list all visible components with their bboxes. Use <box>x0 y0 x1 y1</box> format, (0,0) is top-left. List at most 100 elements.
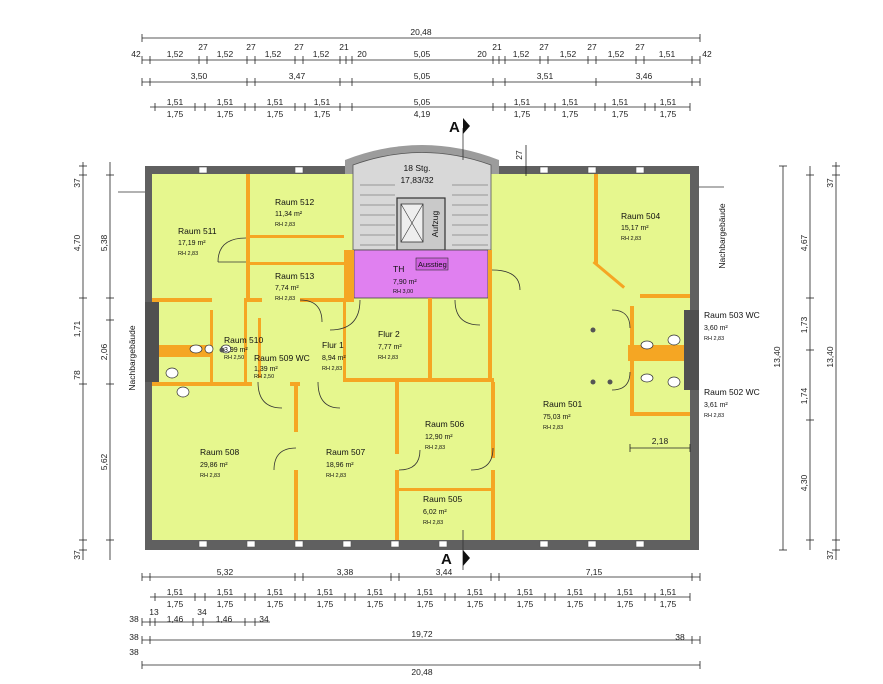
dim-label: 1,46 <box>167 614 184 624</box>
dim-left-37-bottom: 37 <box>72 550 82 560</box>
dim-inner-218: 2,18 <box>652 436 669 446</box>
dim-label: 42 <box>702 49 712 59</box>
dim-label: 4,19 <box>414 109 431 119</box>
dim-label: 20 <box>477 49 487 59</box>
room-name: Raum 509 WC <box>254 353 310 363</box>
dim-label: 27 <box>246 42 256 52</box>
dim-label: 1,52 <box>513 49 530 59</box>
room-flur-2[interactable]: Flur 2 7,77 m² RH 2,83 <box>378 329 402 361</box>
dim-left-37-top: 37 <box>72 178 82 188</box>
room-512[interactable]: Raum 512 11,34 m² RH 2,83 <box>275 197 314 228</box>
dim-label: 1,51 <box>217 587 234 597</box>
dim-label: 1,52 <box>313 49 330 59</box>
dim-label: 1,75 <box>217 599 234 609</box>
room-name: Raum 506 <box>425 419 464 429</box>
room-area: 3,61 m² <box>704 402 728 409</box>
room-509-wc[interactable]: Raum 509 WC 1,39 m² RH 2,50 <box>254 353 310 380</box>
dim-label: 1,51 <box>167 587 184 597</box>
dim-left-562: 5,62 <box>99 453 109 470</box>
inner-dimension-218 <box>629 444 691 452</box>
room-area: 7,77 m² <box>378 344 402 351</box>
dim-label: 1,46 <box>216 614 233 624</box>
dim-label: 3,44 <box>436 567 453 577</box>
room-height: RH 2,83 <box>326 473 346 479</box>
toilet-icon <box>165 367 179 379</box>
dim-label: 5,05 <box>414 49 431 59</box>
sink-icon <box>204 344 214 354</box>
dim-label: 1,52 <box>217 49 234 59</box>
dim-label: 27 <box>587 42 597 52</box>
room-th[interactable]: TH Ausstieg 7,90 m² RH 3,00 <box>393 260 447 295</box>
room-name: Raum 510 <box>224 335 263 345</box>
sink-icon <box>640 373 654 383</box>
room-area: 29,86 m² <box>200 462 228 469</box>
dim-label: 3,50 <box>191 71 208 81</box>
room-502-wc[interactable]: Raum 502 WC 3,61 m² RH 2,83 <box>704 387 760 419</box>
dim-label: 1,51 <box>367 587 384 597</box>
toilet-icon <box>667 334 681 346</box>
dim-bottom-row1-labels: 5,32 3,38 3,44 7,15 <box>217 567 603 577</box>
room-name: Flur 2 <box>378 329 400 339</box>
room-506[interactable]: Raum 506 12,90 m² RH 2,83 <box>425 419 464 451</box>
room-name: Raum 505 <box>423 494 462 504</box>
dim-label: 34 <box>197 607 207 617</box>
dim-label: 27 <box>635 42 645 52</box>
room-name: Raum 513 <box>275 271 314 281</box>
room-height: RH 2,50 <box>224 355 244 361</box>
room-501[interactable]: Raum 501 75,03 m² RH 2,83 <box>543 399 582 431</box>
dim-left-78: 78 <box>72 370 82 380</box>
room-height: RH 2,83 <box>621 236 641 242</box>
dim-right-37-top: 37 <box>825 178 835 188</box>
room-513[interactable]: Raum 513 7,74 m² RH 2,83 <box>275 271 314 302</box>
room-505[interactable]: Raum 505 6,02 m² RH 2,83 <box>423 494 462 526</box>
dim-label: 20,48 <box>411 667 433 677</box>
stair-steps <box>360 184 488 246</box>
room-511[interactable]: Raum 511 17,19 m² RH 2,83 <box>178 226 217 257</box>
dim-label: 1,51 <box>659 49 676 59</box>
room-name: Flur 1 <box>322 340 344 350</box>
lift-label: Aufzug <box>430 210 440 237</box>
room-flur-1[interactable]: Flur 1 8,94 m² RH 2,83 <box>322 340 346 372</box>
dim-label: 1,51 <box>417 587 434 597</box>
wc-column-right <box>684 310 699 390</box>
dim-label: 3,51 <box>537 71 554 81</box>
dim-label: 1,75 <box>317 599 334 609</box>
dim-label: 42 <box>131 49 141 59</box>
section-label-top: A <box>449 119 460 136</box>
room-507[interactable]: Raum 507 18,96 m² RH 2,83 <box>326 447 365 479</box>
dim-label: 27 <box>198 42 208 52</box>
dim-label: 20 <box>357 49 367 59</box>
dim-label: 1,75 <box>217 109 234 119</box>
room-510[interactable]: Raum 510 3,99 m² RH 2,50 <box>224 335 263 361</box>
dimension-ticks-bottom <box>141 573 701 669</box>
dim-label: 1,51 <box>317 587 334 597</box>
dim-left-206: 2,06 <box>99 343 109 360</box>
dim-top-overall: 20,48 <box>410 27 432 37</box>
dim-label: 1,51 <box>562 97 579 107</box>
dim-label: 38 <box>129 647 139 657</box>
stair-steps-label: 18 Stg. <box>404 163 431 173</box>
dim-label: 5,05 <box>414 71 431 81</box>
neighbour-label-left: Nachbargebäude <box>127 325 137 390</box>
th-exit: Ausstieg <box>418 260 447 269</box>
dim-left-470: 4,70 <box>72 234 82 251</box>
dim-label: 1,75 <box>467 599 484 609</box>
section-label-bottom: A <box>441 551 452 568</box>
room-name: Raum 502 WC <box>704 387 760 397</box>
dim-label: 1,75 <box>514 109 531 119</box>
room-height: RH 2,83 <box>704 413 724 419</box>
lift-cross-2 <box>400 203 424 243</box>
room-504[interactable]: Raum 504 15,17 m² RH 2,83 <box>621 211 660 242</box>
dim-label: 1,51 <box>612 97 629 107</box>
dimension-lines-right <box>779 162 840 560</box>
room-508[interactable]: Raum 508 29,86 m² RH 2,83 <box>200 447 239 479</box>
dim-label: 21 <box>492 42 502 52</box>
room-height: RH 2,83 <box>322 366 342 372</box>
room-503-wc[interactable]: Raum 503 WC 3,60 m² RH 2,83 <box>704 310 760 342</box>
room-height: RH 2,83 <box>178 251 198 257</box>
dim-label: 1,51 <box>660 587 677 597</box>
room-name: Raum 507 <box>326 447 365 457</box>
dim-label: 5,05 <box>414 97 431 107</box>
th-area <box>353 249 489 299</box>
dim-label: 38 <box>675 632 685 642</box>
